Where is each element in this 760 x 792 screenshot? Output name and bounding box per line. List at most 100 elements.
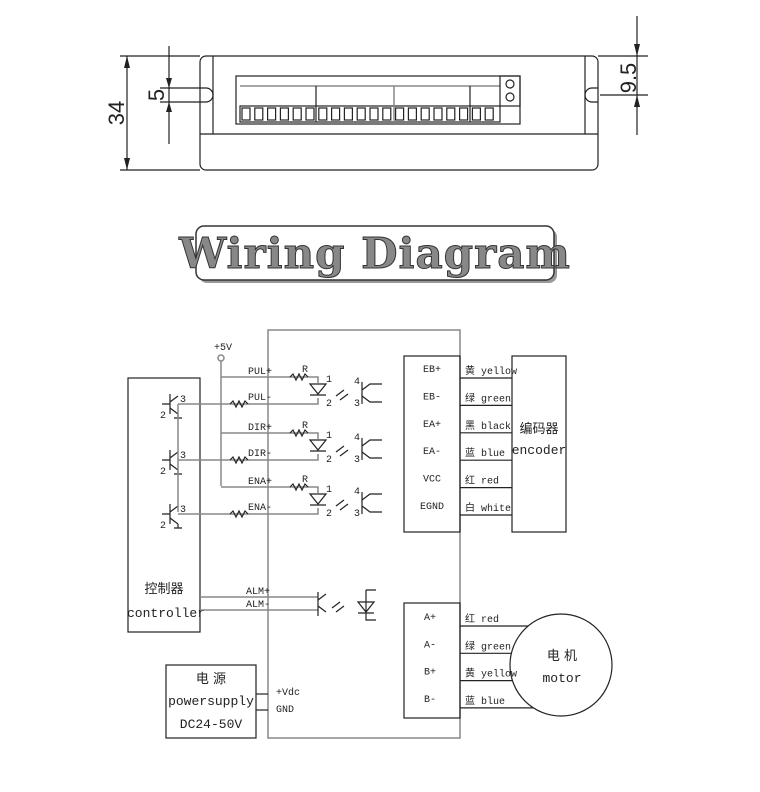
terminal-pin	[395, 107, 405, 121]
input-plus-label: PUL+	[248, 367, 272, 378]
encoder-label-en: encoder	[512, 443, 567, 458]
pin-label: 2	[326, 509, 332, 520]
terminal-pin	[305, 107, 315, 121]
encoder-pin-row: EA-蓝 blue	[423, 447, 512, 461]
motor-terminal-box	[403, 602, 461, 719]
encoder-pin-row: EGND 白 white	[420, 501, 512, 516]
alm-plus-label: ALM+	[246, 587, 270, 598]
motor-pin-row: A-绿 green	[424, 639, 512, 654]
supply-5v-label: +5V	[214, 343, 232, 354]
terminal-pin	[267, 107, 277, 121]
terminal-pin	[369, 107, 379, 121]
motor-pin-row: B-蓝 blue	[424, 695, 534, 709]
pin-label: 2	[326, 455, 332, 466]
diode-icon	[308, 383, 328, 396]
input-plus-label: DIR+	[248, 423, 272, 434]
pin-label: 4	[354, 433, 360, 444]
dimension-offset: 9.5	[616, 63, 641, 94]
pin-label: 3	[354, 509, 360, 520]
phototransistor-icon	[361, 492, 382, 514]
terminal-pin	[382, 107, 392, 121]
pin-label: 2	[160, 521, 166, 532]
input-minus-label: ENA-	[248, 503, 272, 514]
encoder-pin-row: EB- 绿 green	[423, 391, 512, 406]
resistor-icon	[289, 428, 309, 438]
encoder-wire-label: 白 white	[465, 501, 511, 515]
input-plus-label: ENA+	[248, 477, 272, 488]
alm-minus-label: ALM-	[246, 600, 270, 611]
page-title: Wiring Diagram	[178, 229, 571, 278]
encoder-wire-label: 绿 green	[465, 391, 511, 405]
terminal-pin	[471, 107, 481, 121]
encoder-pin-row: EB+ 黄 yellow	[423, 364, 517, 379]
pin-label: 3	[180, 395, 186, 406]
terminal-pin	[279, 107, 289, 121]
power-voltage-range: DC24-50V	[180, 717, 243, 732]
motor-pin-label: B-	[424, 695, 436, 706]
alarm-output: ALM+ ALM-	[200, 587, 376, 621]
terminal-pin	[292, 107, 302, 121]
pin-label: 3	[180, 451, 186, 462]
pin-label: 1	[326, 431, 332, 442]
input-minus-label: PUL-	[248, 393, 272, 404]
diode-icon	[308, 439, 328, 452]
terminal-pin	[331, 107, 341, 121]
encoder-terminal-box	[403, 355, 461, 533]
terminal-pin	[484, 107, 494, 121]
encoder-pin-label: EB+	[423, 365, 441, 376]
motor-label-en: motor	[542, 671, 581, 686]
terminal-pin	[433, 107, 443, 121]
resistor-label: R	[302, 421, 308, 432]
pin-label: 2	[326, 399, 332, 410]
dimension-height: 34	[104, 101, 129, 125]
motor-pin-label: A-	[424, 640, 436, 651]
pin-label: 2	[160, 411, 166, 422]
controller-label-cn: 控制器	[144, 582, 183, 597]
encoder-wire-label: 黑 black	[465, 420, 511, 433]
encoder-pin-row: EA+黑 black	[423, 420, 512, 434]
driver-box	[267, 329, 461, 739]
encoder-pin-label: EGND	[420, 502, 444, 513]
gnd-terminal-label: GND	[276, 705, 294, 716]
resistor-icon	[289, 482, 309, 492]
optocoupler-light-icon	[335, 499, 349, 511]
phototransistor-icon	[361, 382, 382, 404]
encoder-wire-label: 黄 yellow	[465, 364, 517, 378]
pin-label: 4	[354, 377, 360, 388]
vdc-terminal-label: +Vdc	[276, 687, 300, 699]
transistor-icon	[162, 504, 182, 529]
pin-label: 3	[354, 399, 360, 410]
encoder-wire-label: 红 red	[465, 474, 499, 488]
terminal-pin	[446, 107, 456, 121]
resistor-icon	[229, 455, 249, 465]
motor: 电 机 motor	[509, 613, 613, 717]
power-label-en: powersupply	[168, 694, 254, 709]
controller-label-en: controller	[127, 606, 205, 621]
title-banner: Wiring Diagram	[178, 225, 571, 283]
pin-label: 3	[354, 455, 360, 466]
resistor-label: R	[302, 475, 308, 486]
encoder-label-cn: 编码器	[519, 422, 558, 437]
motor-label-cn: 电 机	[547, 649, 577, 664]
motor-pin-row: B+黄 yellow	[424, 667, 517, 682]
pin-label: 1	[326, 485, 332, 496]
pin-label: 3	[180, 505, 186, 516]
terminal-pin	[459, 107, 469, 121]
driver-outline-drawing: 34 5 9.5	[104, 16, 648, 171]
motor-pin-row: A+红 red	[424, 612, 529, 627]
resistor-icon	[229, 509, 249, 519]
power-label-cn: 电 源	[196, 672, 226, 687]
resistor-icon	[229, 399, 249, 409]
terminal-block	[235, 75, 521, 125]
motor-wire-label: 黄 yellow	[465, 667, 517, 681]
terminal-pin	[318, 107, 328, 121]
resistor-label: R	[302, 365, 308, 376]
encoder-pin-label: EB-	[423, 392, 441, 403]
terminal-pin	[407, 107, 417, 121]
input-minus-label: DIR-	[248, 449, 272, 460]
dimension-slot: 5	[144, 89, 169, 101]
